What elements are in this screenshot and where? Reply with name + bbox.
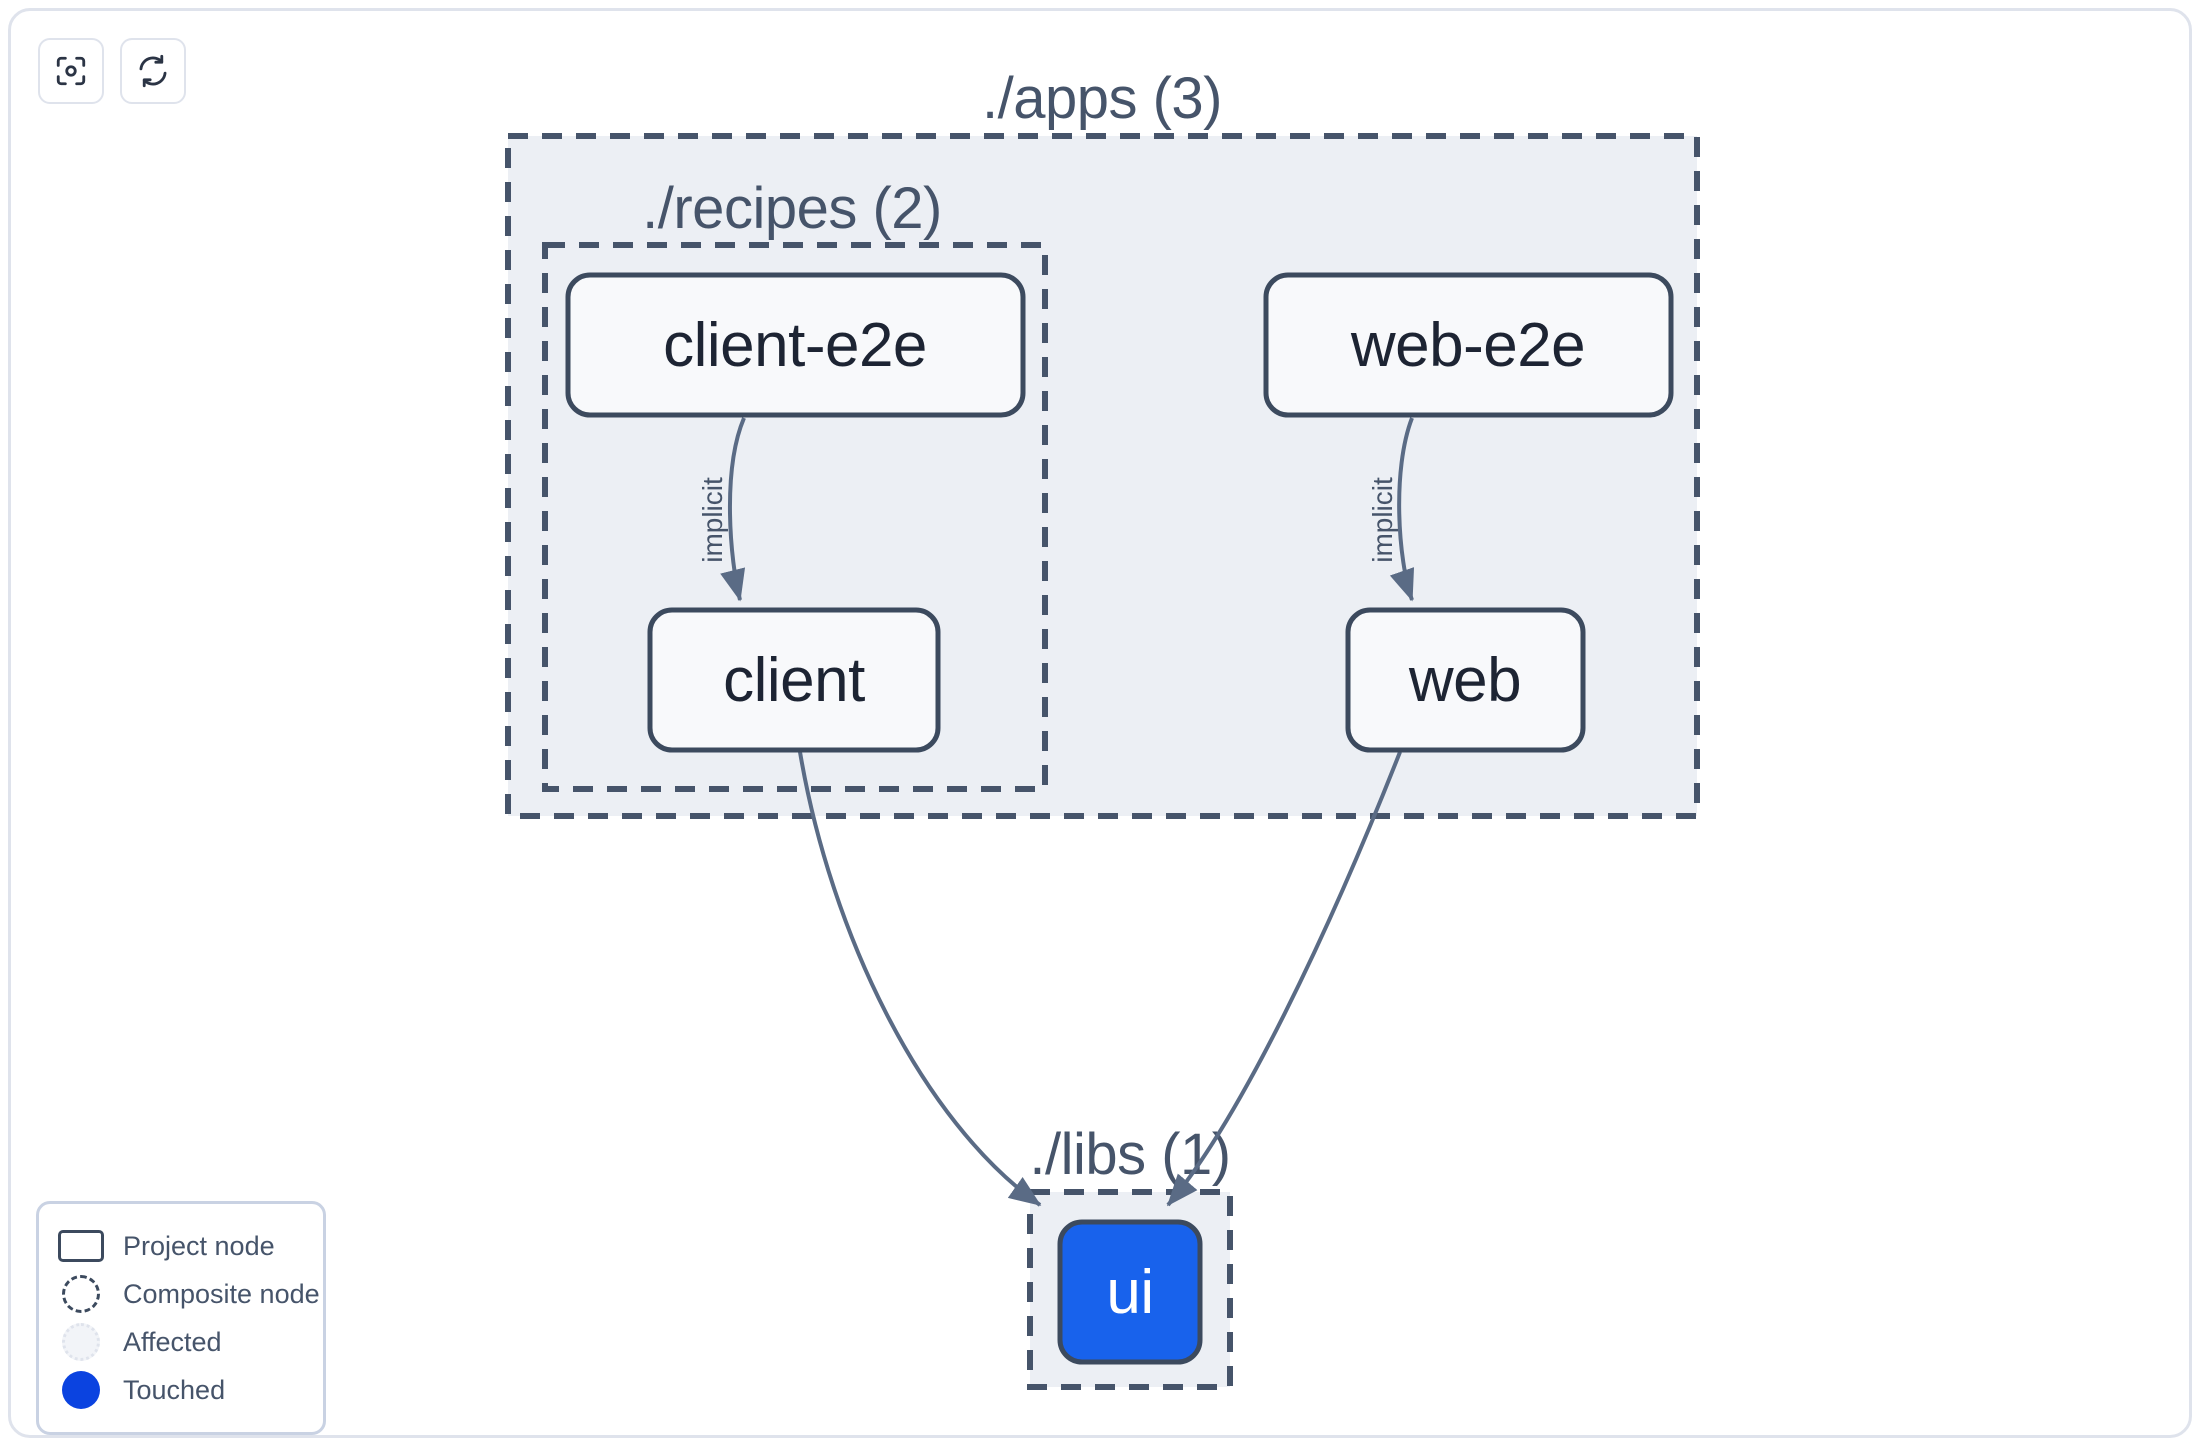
legend-item-composite-node: Composite node <box>57 1270 320 1318</box>
node-ui-label: ui <box>1106 1258 1153 1327</box>
edge-client-e2e-to-client[interactable]: implicit <box>697 417 746 602</box>
graph-legend: Project node Composite node Affected Tou… <box>36 1201 326 1435</box>
node-ui[interactable]: ui <box>1057 1219 1203 1365</box>
node-ui-box[interactable] <box>1057 1219 1203 1365</box>
node-client-e2e[interactable]: client-e2e <box>565 272 1026 418</box>
focus-icon <box>54 54 88 88</box>
focus-graph-button[interactable] <box>38 38 104 104</box>
touched-swatch-icon <box>57 1371 105 1409</box>
refresh-graph-button[interactable] <box>120 38 186 104</box>
graph-toolbar <box>38 38 186 104</box>
node-client[interactable]: client <box>647 607 941 753</box>
node-client-e2e-box[interactable] <box>565 272 1026 418</box>
edge-client-to-ui[interactable] <box>798 751 1042 1207</box>
refresh-icon <box>136 54 170 88</box>
legend-item-affected: Affected <box>57 1318 303 1366</box>
node-web-label: web <box>1408 646 1521 715</box>
node-client-label: client <box>723 646 865 715</box>
legend-item-project-node: Project node <box>57 1222 303 1270</box>
group-apps-label: ./apps (3) <box>982 66 1222 131</box>
node-web-e2e[interactable]: web-e2e <box>1263 272 1674 418</box>
edge-label-implicit-web: implicit <box>1367 477 1398 563</box>
edge-web-to-ui[interactable] <box>1166 751 1402 1207</box>
legend-label-touched: Touched <box>123 1374 226 1405</box>
edge-web-e2e-to-web[interactable]: implicit <box>1367 417 1415 602</box>
node-web-box[interactable] <box>1345 607 1586 753</box>
legend-label-project-node: Project node <box>123 1230 275 1261</box>
project-node-swatch-icon <box>57 1229 105 1263</box>
edge-label-implicit-client: implicit <box>697 477 728 563</box>
legend-item-touched: Touched <box>57 1366 303 1414</box>
node-client-box[interactable] <box>647 607 941 753</box>
group-libs-label: ./libs (1) <box>1029 1122 1230 1187</box>
affected-swatch-icon <box>57 1323 105 1361</box>
node-web-e2e-box[interactable] <box>1263 272 1674 418</box>
composite-node-swatch-icon <box>57 1275 105 1313</box>
node-web[interactable]: web <box>1345 607 1586 753</box>
node-client-e2e-label: client-e2e <box>663 311 927 380</box>
legend-label-composite-node: Composite node <box>123 1278 320 1309</box>
node-web-e2e-label: web-e2e <box>1350 311 1585 380</box>
group-recipes-label: ./recipes (2) <box>642 176 942 241</box>
legend-label-affected: Affected <box>123 1326 222 1357</box>
